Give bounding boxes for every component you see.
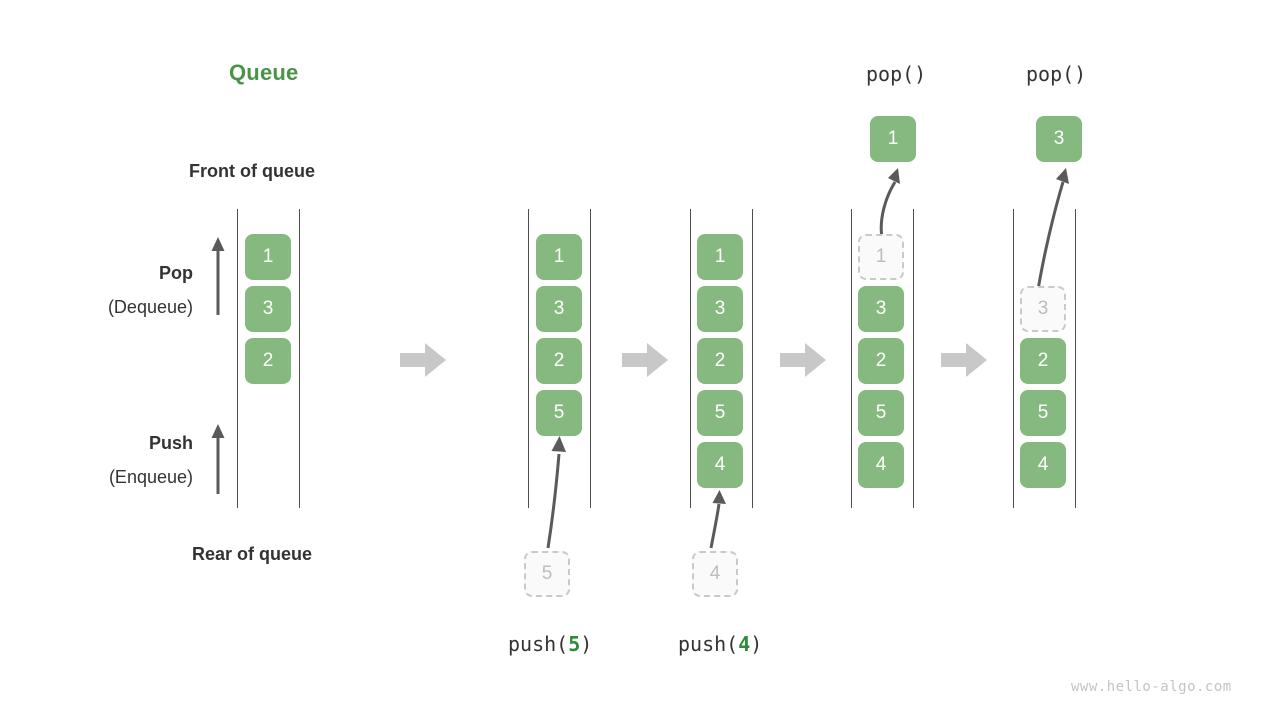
incoming-element-placeholder: 4 — [692, 551, 738, 597]
queue-cell: 3 — [697, 286, 743, 332]
popped-element: 1 — [870, 116, 916, 162]
queue-cell: 3 — [536, 286, 582, 332]
caption-arg: 4 — [738, 632, 751, 656]
queue-rail-left — [528, 209, 529, 508]
caption-arg: 5 — [568, 632, 581, 656]
rear-of-queue-label: Rear of queue — [192, 544, 313, 564]
queue-rail-left — [237, 209, 238, 508]
queue-cell: 2 — [536, 338, 582, 384]
watermark: www.hello-algo.com — [1071, 679, 1232, 695]
queue-cell: 3 — [245, 286, 291, 332]
queue-cell: 5 — [697, 390, 743, 436]
popped-element: 3 — [1036, 116, 1082, 162]
stage-caption-push-5: push(5) — [508, 632, 592, 656]
pop-motion-arrow-icon — [1030, 168, 1078, 291]
front-of-queue-label: Front of queue — [189, 161, 315, 181]
queue-rail-right — [590, 209, 591, 508]
pop-label: Pop — [159, 263, 193, 283]
push-direction-arrow-icon — [208, 424, 228, 494]
stage-caption-push-4: push(4) — [678, 632, 762, 656]
queue-cell: 2 — [245, 338, 291, 384]
queue-cell: 4 — [1020, 442, 1066, 488]
step-arrow-icon — [941, 343, 987, 377]
queue-cell: 5 — [536, 390, 582, 436]
page-title: Queue — [229, 60, 299, 85]
step-arrow-icon — [622, 343, 668, 377]
queue-cell: 2 — [858, 338, 904, 384]
push-motion-arrow-icon — [535, 436, 575, 549]
push-label: Push — [148, 433, 193, 453]
queue-cell: 1 — [697, 234, 743, 280]
queue-cell: 2 — [1020, 338, 1066, 384]
stage-caption-pop-3: pop() — [1026, 62, 1087, 86]
pop-motion-arrow-icon — [875, 168, 913, 239]
pop-direction-arrow-icon — [208, 237, 228, 315]
queue-cell: 5 — [1020, 390, 1066, 436]
removed-element-placeholder: 1 — [858, 234, 904, 280]
queue-cell: 1 — [245, 234, 291, 280]
caption-suffix: ) — [750, 632, 763, 656]
queue-cell: 3 — [858, 286, 904, 332]
queue-cell: 1 — [536, 234, 582, 280]
caption-suffix: ) — [580, 632, 593, 656]
removed-element-placeholder: 3 — [1020, 286, 1066, 332]
queue-rail-right — [752, 209, 753, 508]
queue-rail-left — [851, 209, 852, 508]
incoming-element-placeholder: 5 — [524, 551, 570, 597]
caption-prefix: push( — [678, 632, 739, 656]
queue-cell: 4 — [858, 442, 904, 488]
queue-cell: 5 — [858, 390, 904, 436]
queue-rail-right — [913, 209, 914, 508]
step-arrow-icon — [780, 343, 826, 377]
caption-prefix: push( — [508, 632, 569, 656]
queue-rail-left — [690, 209, 691, 508]
queue-rail-right — [1075, 209, 1076, 508]
stage-caption-pop-1: pop() — [866, 62, 927, 86]
push-sublabel: (Enqueue) — [108, 467, 193, 487]
queue-rail-right — [299, 209, 300, 508]
queue-cell: 2 — [697, 338, 743, 384]
queue-cell: 4 — [697, 442, 743, 488]
step-arrow-icon — [400, 343, 446, 377]
queue-rail-left — [1013, 209, 1014, 508]
push-motion-arrow-icon — [703, 490, 735, 549]
pop-sublabel: (Dequeue) — [107, 297, 193, 317]
